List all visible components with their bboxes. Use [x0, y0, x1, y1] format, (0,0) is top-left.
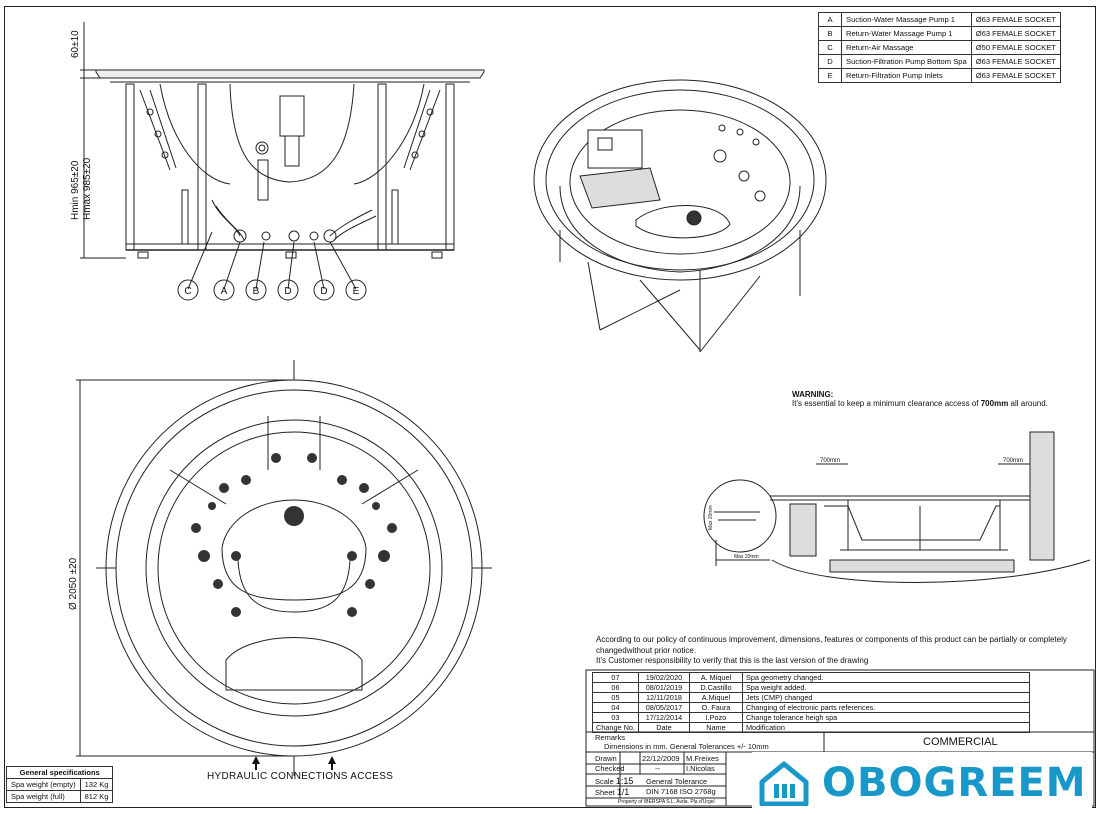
clearance-section — [703, 431, 1091, 583]
revision-header-no: Change No. — [592, 722, 639, 733]
revision-no: 03 — [592, 712, 639, 723]
warning-text: It's essential to keep a minimum clearan… — [792, 399, 1048, 408]
spec-value: 132 Kg — [79, 778, 114, 791]
dim-top: 60±10 — [70, 30, 81, 58]
logo-watermark — [752, 752, 1092, 810]
revision-date: 12/11/2018 — [637, 692, 690, 703]
tolerance-label: General Tolerance — [646, 777, 708, 786]
revision-date: 19/02/2020 — [637, 672, 690, 683]
plan-view-jets — [191, 453, 397, 617]
revision-mod: Changing of electronic parts references. — [741, 702, 1030, 713]
general-specifications: General specifications Spa weight (empty… — [5, 766, 114, 803]
revision-header-name: Name — [688, 722, 743, 733]
revision-date: 08/05/2017 — [637, 702, 690, 713]
clearance-right: 700mm — [1003, 458, 1023, 464]
callout-b: B — [253, 286, 260, 297]
commercial-label: COMMERCIAL — [923, 736, 998, 748]
hydraulic-access-label: HYDRAULIC CONNECTIONS ACCESS — [207, 771, 394, 782]
house-logo-icon — [759, 761, 809, 806]
clearance-max-v: Max 20mm — [708, 505, 714, 530]
hydraulic-arrows — [252, 756, 336, 770]
clearance-max-h: Max 20mm — [734, 554, 759, 560]
revision-mod: Spa weight added. — [741, 682, 1030, 693]
drawn-name: M.Freixes — [686, 754, 719, 763]
revision-mod: Jets (CMP) changed — [741, 692, 1030, 703]
revision-name: A. Miquel — [688, 672, 743, 683]
revision-date: 08/01/2019 — [637, 682, 690, 693]
connection-code: E — [818, 68, 842, 83]
revision-date: 17/12/2014 — [637, 712, 690, 723]
connection-socket: Ø63 FEMALE SOCKET — [970, 68, 1061, 83]
policy-note: According to our policy of continuous im… — [596, 635, 1067, 665]
property-note: Property of IBERSPA S.L. Avda. Pla d'Urg… — [618, 799, 715, 805]
revision-no: 05 — [592, 692, 639, 703]
callout-d1: D — [284, 286, 291, 297]
clearance-left: 700mm — [820, 458, 840, 464]
spec-label: Spa weight (full) — [6, 790, 81, 803]
revision-no: 07 — [592, 672, 639, 683]
side-view — [80, 22, 485, 301]
revision-mod: Change tolerance heigh spa — [741, 712, 1030, 723]
revision-no: 04 — [592, 702, 639, 713]
callout-c: C — [184, 286, 191, 297]
logo-text: OBOGREEM — [822, 760, 1087, 806]
checked-label: Checked — [595, 764, 625, 773]
connection-desc: Return-Filtration Pump Inlets — [841, 68, 972, 83]
callout-a: A — [221, 286, 228, 297]
plan-view — [76, 360, 492, 776]
revision-name: I.Pozo — [688, 712, 743, 723]
remarks-label: Remarks — [595, 733, 626, 742]
revision-name: A.Miquel — [688, 692, 743, 703]
drawn-date: 22/12/2009 — [642, 754, 680, 763]
checked-name: I.Nicolas — [686, 764, 715, 773]
perspective-view — [533, 79, 827, 353]
dim-hmax: Hmax 985±20 — [82, 157, 93, 220]
dim-diameter: Ø 2050 ±20 — [68, 557, 79, 610]
revision-no: 06 — [592, 682, 639, 693]
scale-label: Scale 1:15 — [595, 776, 634, 786]
drawn-label: Drawn — [595, 754, 617, 763]
callout-d2: D — [320, 286, 327, 297]
remarks-text: Dimensions in mm. General Tolerances +/-… — [604, 742, 769, 751]
revision-header-date: Date — [637, 722, 690, 733]
sheet-frame — [4, 6, 1096, 808]
tolerance-standard: DIN 7168 ISO 2768g — [646, 787, 716, 796]
warning-title: WARNING: — [792, 390, 834, 399]
spec-label: Spa weight (empty) — [6, 778, 81, 791]
spec-value: 812 Kg — [79, 790, 114, 803]
revision-name: D.Castillo — [688, 682, 743, 693]
specs-title: General specifications — [5, 766, 114, 779]
sheet-label: Sheet 1/1 — [595, 787, 630, 797]
callout-e: E — [353, 286, 360, 297]
dim-hmin: Hmin 965±20 — [70, 160, 81, 220]
revision-name: O. Faura — [688, 702, 743, 713]
checked-date: -- — [655, 764, 660, 773]
revision-mod: Spa geometry changed. — [741, 672, 1030, 683]
revision-header-mod: Modification — [741, 722, 1030, 733]
